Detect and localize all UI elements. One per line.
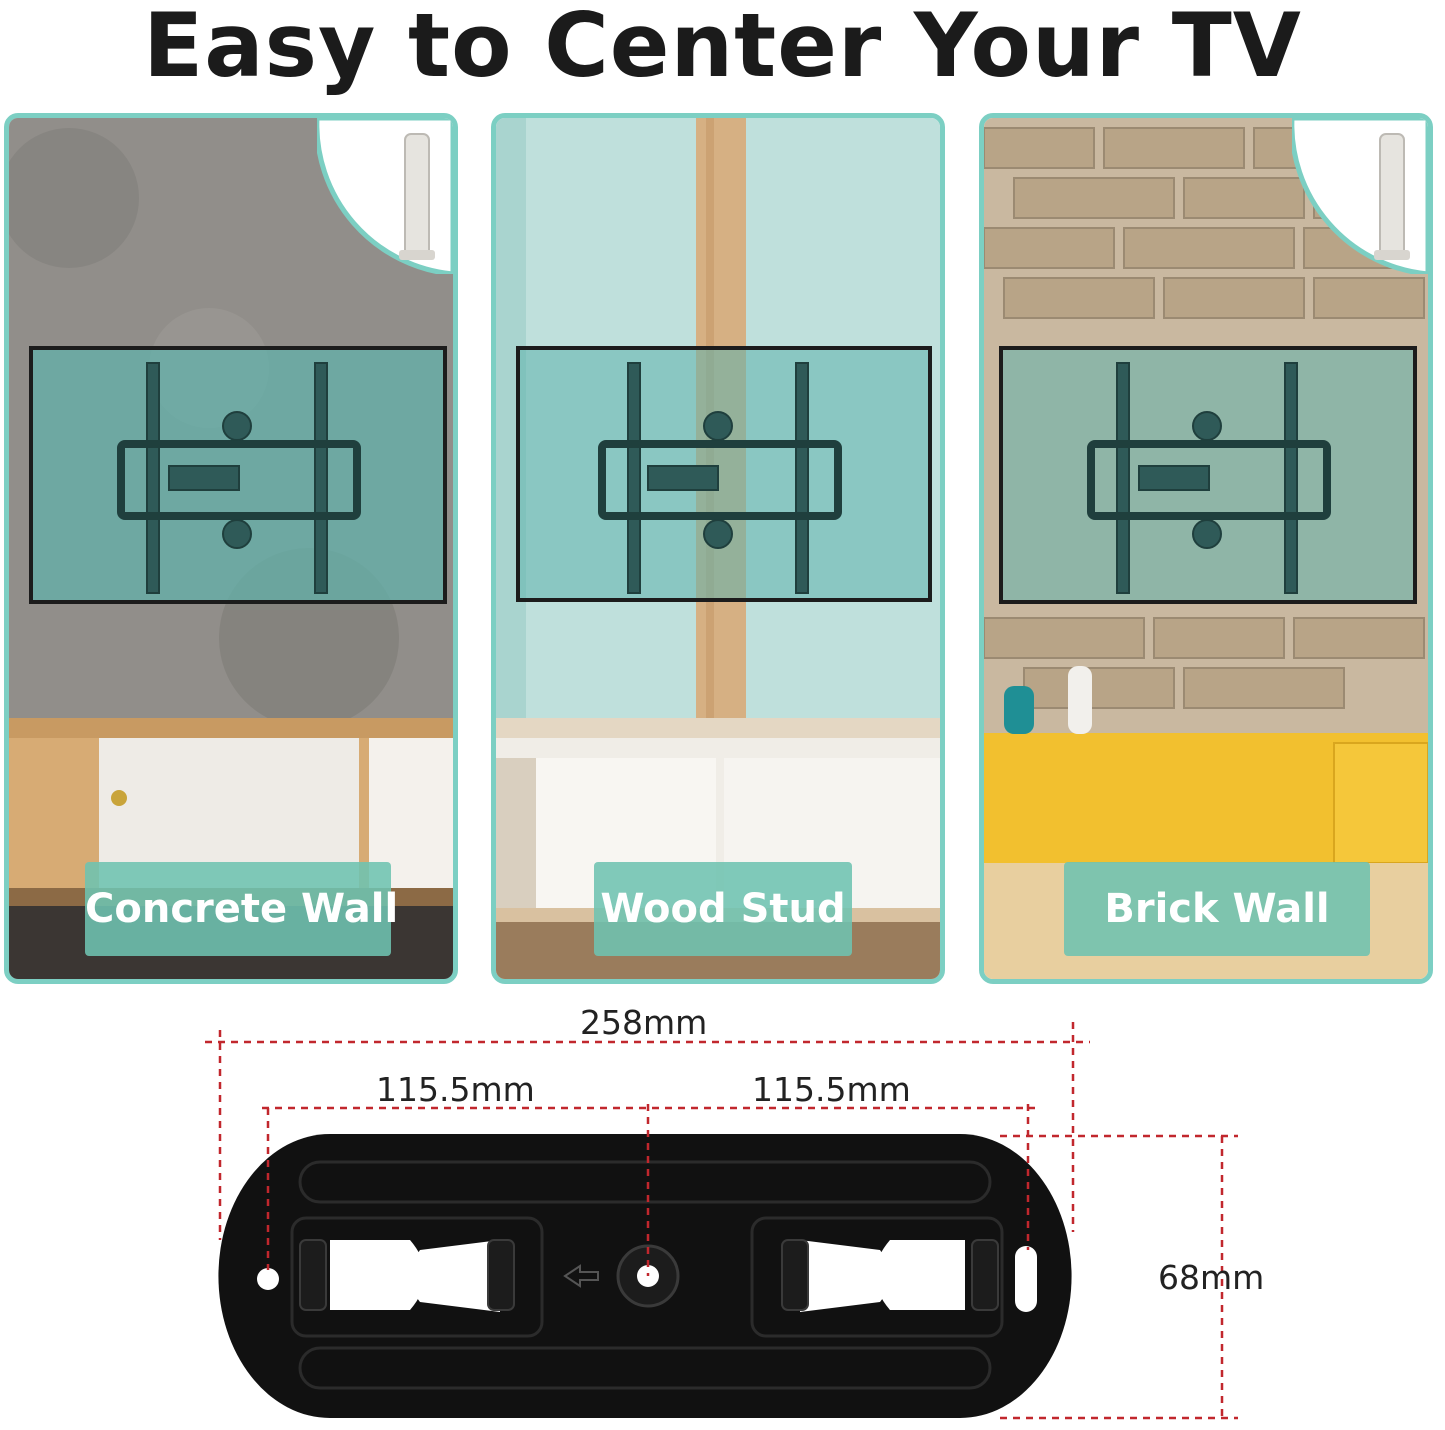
page-title: Easy to Center Your TV <box>143 0 1302 97</box>
panel-label-concrete: Concrete Wall <box>85 862 398 956</box>
tv-mount-icon <box>1087 362 1331 594</box>
wall-anchor-icon <box>317 118 453 274</box>
panel-label-brick: Brick Wall <box>1064 862 1370 956</box>
concrete-wall-panel: Concrete Wall <box>4 113 458 984</box>
total-width-label: 258mm <box>580 1003 708 1042</box>
height-label: 68mm <box>1158 1258 1265 1297</box>
panel-label-wood: Wood Stud <box>594 862 852 956</box>
tv-mount-icon <box>117 362 361 594</box>
left-spacing-label: 115.5mm <box>376 1070 535 1109</box>
wood-stud-panel: Wood Stud <box>491 113 945 984</box>
tv-outline <box>516 346 932 602</box>
brick-wall-scene <box>984 118 1428 979</box>
right-spacing-label: 115.5mm <box>752 1070 911 1109</box>
tv-mount-icon <box>598 362 842 594</box>
brick-wall-panel: Brick Wall <box>979 113 1433 984</box>
wall-anchor-icon <box>1292 118 1428 274</box>
mounting-plate-diagram <box>205 1022 1238 1420</box>
